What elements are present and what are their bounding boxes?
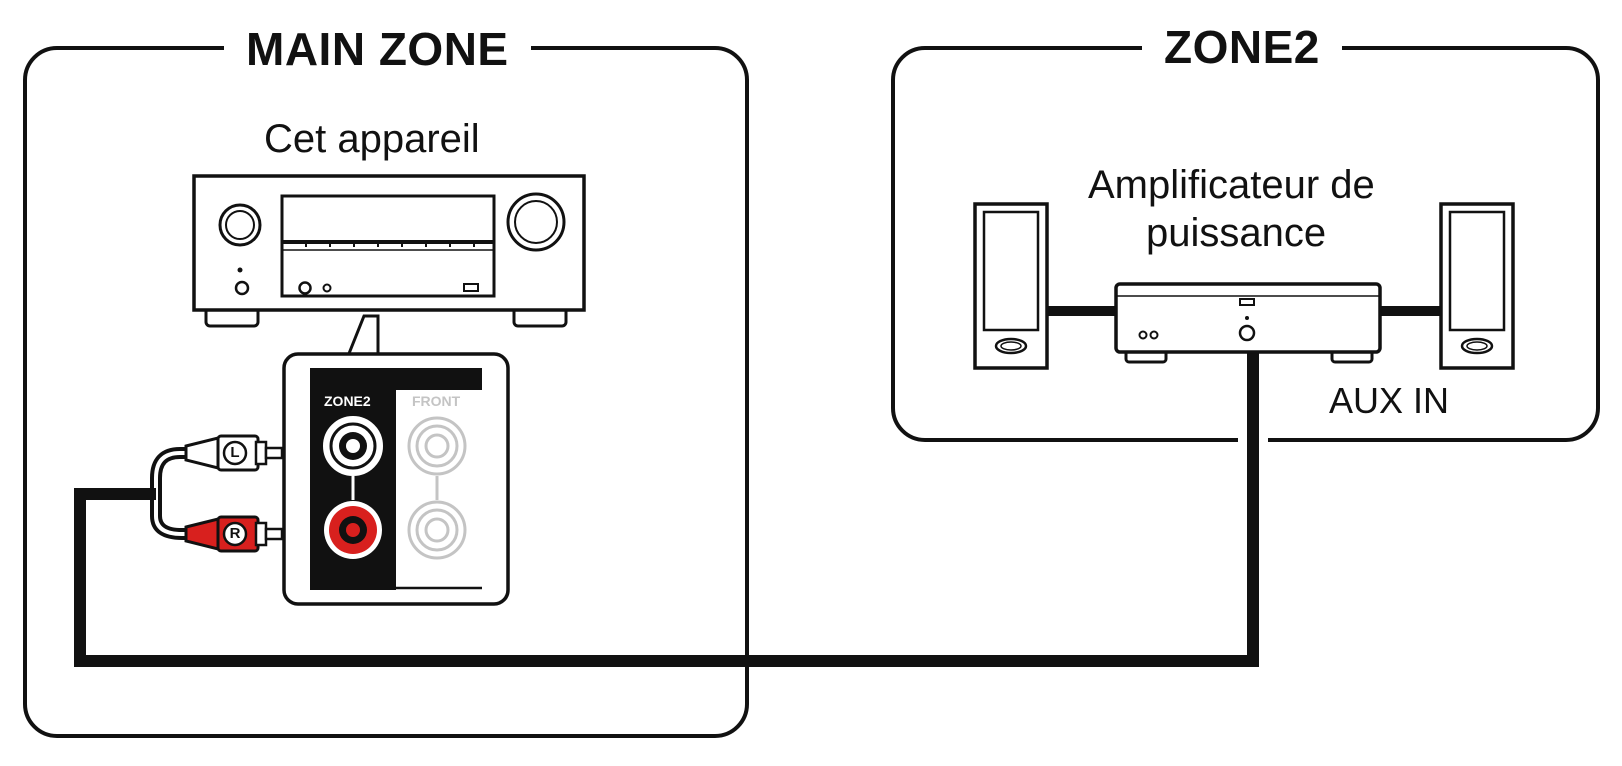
- left-rca-plug: [184, 434, 284, 472]
- receiver-device: [192, 174, 586, 328]
- aux-in-label: AUX IN: [1329, 380, 1450, 421]
- right-plug-letter: R: [229, 525, 241, 542]
- rear-panel-inset: [282, 352, 510, 606]
- front-jack-label: FRONT: [412, 393, 461, 409]
- right-speaker: [1439, 202, 1515, 370]
- receiver-label: Cet appareil: [264, 117, 480, 161]
- main-cable: [74, 352, 1259, 667]
- zone2-title: ZONE2: [1142, 20, 1342, 74]
- right-rca-plug: [184, 515, 284, 553]
- amplifier-label-line1: Amplificateur de: [1088, 163, 1375, 207]
- left-plug-letter: L: [230, 444, 240, 461]
- amplifier-label-line2: puissance: [1146, 211, 1327, 255]
- power-amplifier: [1114, 282, 1382, 364]
- left-speaker: [973, 202, 1049, 370]
- zone2-jack-label: ZONE2: [324, 393, 371, 409]
- callout-pointer: [346, 314, 380, 357]
- main-zone-title: MAIN ZONE: [224, 22, 531, 76]
